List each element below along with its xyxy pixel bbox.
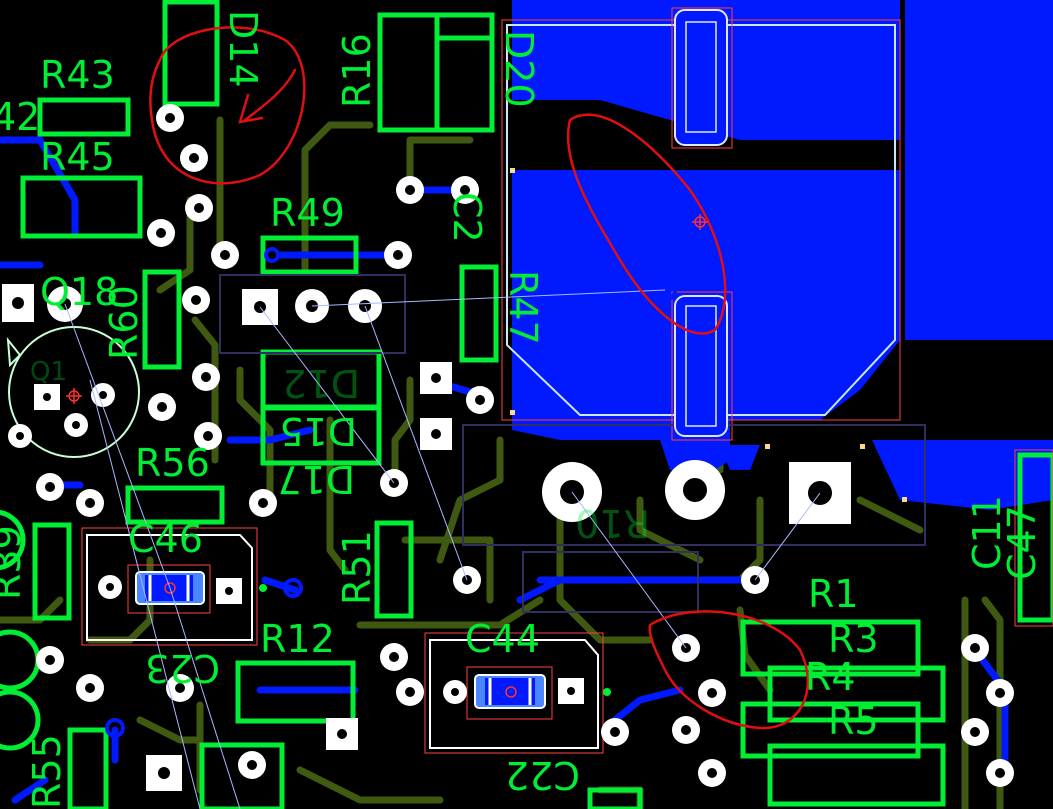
origin-markers <box>66 214 708 404</box>
d20-pad-top <box>674 9 728 146</box>
label-c44: C44 <box>465 617 540 661</box>
d20-pad-bottom <box>674 295 728 437</box>
label-c22: C22 <box>505 753 580 797</box>
r55-outline <box>67 727 109 809</box>
r45-outline <box>20 175 143 239</box>
smd-footprints <box>81 527 604 754</box>
d15-outline <box>260 405 382 466</box>
label-r4: R4 <box>805 655 856 699</box>
label-r3: R3 <box>828 617 879 661</box>
d14-outline <box>162 0 220 107</box>
label-r56: R56 <box>135 441 210 485</box>
r5-outline <box>740 701 921 759</box>
r55-ring <box>0 629 41 691</box>
label-r47: R47 <box>501 270 545 345</box>
r3-outline <box>740 619 921 677</box>
r43-outline <box>37 97 131 137</box>
label-q18: Q18 <box>40 270 118 314</box>
label-r60: R60 <box>102 285 146 360</box>
label-r39: R39 <box>0 525 29 600</box>
r49-outline <box>260 235 359 275</box>
label-c46: C46 <box>128 517 203 561</box>
silk-dots <box>259 584 611 696</box>
label-r43: R43 <box>40 53 115 97</box>
c23-box <box>199 742 285 809</box>
label-r49: R49 <box>270 191 345 235</box>
label-d15: D15 <box>279 409 357 453</box>
label-d20: D20 <box>497 30 541 108</box>
label-q1: Q1 <box>30 357 67 387</box>
r57-ring <box>0 689 41 751</box>
label-r5: R5 <box>828 699 879 743</box>
copper-pour-pad <box>720 445 760 470</box>
label-r10: R10 <box>575 501 650 545</box>
label-c47: C47 <box>1000 505 1044 580</box>
r47-outline <box>459 264 499 363</box>
c44-footprint <box>429 639 599 749</box>
annotation-circle-r1[interactable] <box>648 610 810 730</box>
through-hole-pads <box>2 104 1014 791</box>
label-r42: 42 <box>0 95 40 139</box>
r39-outline <box>32 522 72 621</box>
label-r55: R55 <box>25 734 69 809</box>
c47-box <box>1017 452 1053 623</box>
r60-outline <box>142 269 182 370</box>
r6-outline <box>767 743 946 807</box>
label-r1: R1 <box>808 572 859 616</box>
ratsnest-lines <box>64 289 821 809</box>
c46-footprint <box>86 534 253 641</box>
label-c2: C2 <box>445 192 489 243</box>
designators: R43 42 R45 D14 R16 D20 R49 C2 Q18 R60 R4… <box>0 10 1044 809</box>
label-c11: C11 <box>965 495 1009 570</box>
corner-markers <box>510 168 907 502</box>
annotation-marks[interactable] <box>149 26 810 730</box>
label-d14: D14 <box>221 10 265 88</box>
r39-ring <box>0 509 26 571</box>
r4-outline <box>767 665 946 723</box>
r51-outline <box>374 520 414 619</box>
r56-outline <box>125 485 225 525</box>
label-c23: C23 <box>145 646 220 690</box>
label-r45: R45 <box>40 135 115 179</box>
label-d17: D17 <box>277 457 355 501</box>
annotation-arrow-d14 <box>238 68 297 124</box>
label-r12: R12 <box>260 617 335 661</box>
annotation-circle-d14[interactable] <box>149 26 306 185</box>
label-d12: D12 <box>282 361 360 405</box>
label-r51: R51 <box>335 530 379 605</box>
c22-box <box>587 787 643 809</box>
r12-outline <box>235 660 356 724</box>
annotation-circle-d20[interactable] <box>566 113 727 335</box>
copper-pour-right <box>905 0 1053 340</box>
label-r16: R16 <box>335 33 379 108</box>
copper-pour-lower <box>872 440 1053 510</box>
